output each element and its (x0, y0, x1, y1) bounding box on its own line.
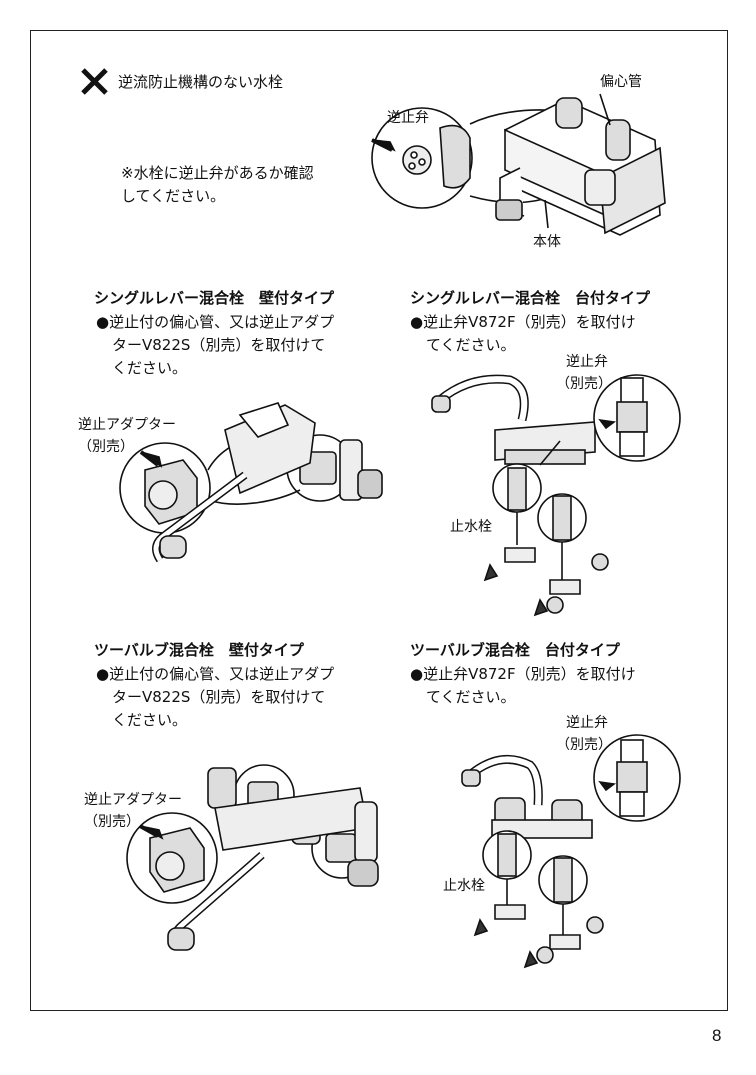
section1-line1: ●逆止付の偏心管、又は逆止アダプ (96, 313, 335, 331)
content-frame (30, 30, 728, 1011)
warning-note-line2: してください。 (121, 187, 226, 205)
warning-title: 逆流防止機構のない水栓 (118, 73, 284, 91)
section3-line2: ターV822S（別売）を取付けて (112, 688, 326, 706)
section2-line1: ●逆止弁V872F（別売）を取付け (410, 313, 636, 331)
section3-heading: ツーバルブ混合栓 壁付タイプ (94, 641, 304, 659)
single-lever-wall-illustration (119, 402, 383, 563)
section4-callout-line1: 逆止弁 (566, 715, 608, 731)
section3-line1: ●逆止付の偏心管、又は逆止アダプ (96, 665, 335, 683)
section2-callout-line2: （別売） (556, 376, 612, 392)
section3-callout-line1: 逆止アダプター (84, 792, 182, 808)
label-check-valve: 逆止弁 (387, 110, 429, 126)
section4-stop-valve-label: 止水栓 (443, 878, 485, 894)
page-number: 8 (712, 1026, 722, 1045)
section3-callout-line2: （別売） (84, 814, 140, 830)
two-valve-deck-illustration (461, 734, 681, 969)
prohibited-x-icon (81, 68, 108, 95)
section2-heading: シングルレバー混合栓 台付タイプ (410, 289, 651, 307)
two-valve-wall-illustration (126, 764, 379, 951)
section2-callout-line1: 逆止弁 (566, 354, 608, 370)
label-eccentric-pipe: 偏心管 (600, 74, 642, 90)
section4-line1: ●逆止弁V872F（別売）を取付け (410, 665, 636, 683)
section4-heading: ツーバルブ混合栓 台付タイプ (410, 641, 620, 659)
top-faucet-illustration (371, 93, 666, 236)
section1-line2: ターV822S（別売）を取付けて (112, 336, 326, 354)
section1-callout-line2: （別売） (78, 439, 134, 455)
section2-stop-valve-label: 止水栓 (450, 519, 492, 535)
section1-line3: ください。 (112, 359, 188, 377)
single-lever-deck-illustration (431, 374, 681, 617)
label-body: 本体 (533, 234, 561, 250)
section1-callout-line1: 逆止アダプター (78, 417, 176, 433)
section3-line3: ください。 (112, 711, 188, 729)
section2-line2: てください。 (426, 336, 516, 354)
section1-heading: シングルレバー混合栓 壁付タイプ (94, 289, 335, 307)
section4-line2: てください。 (426, 688, 516, 706)
warning-note-line1: ※水栓に逆止弁があるか確認 (121, 164, 314, 182)
section4-callout-line2: （別売） (556, 737, 612, 753)
